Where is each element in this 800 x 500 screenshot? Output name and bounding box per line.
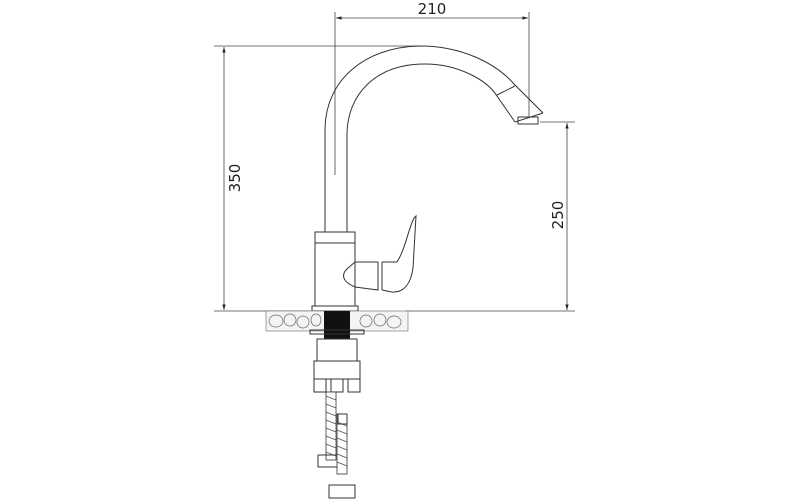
dimension-total-height: 350 bbox=[214, 45, 420, 312]
faucet-spout bbox=[324, 45, 544, 232]
supply-hoses bbox=[317, 391, 356, 499]
dimension-spout-height-label: 250 bbox=[549, 201, 567, 230]
dimension-reach: 210 bbox=[334, 0, 530, 175]
dimension-reach-label: 210 bbox=[418, 0, 447, 18]
dimension-total-height-label: 350 bbox=[226, 164, 244, 193]
dimension-spout-height: 250 bbox=[405, 121, 575, 312]
countertop bbox=[265, 310, 409, 339]
faucet-body bbox=[311, 214, 417, 312]
mounting-nut bbox=[313, 338, 361, 393]
